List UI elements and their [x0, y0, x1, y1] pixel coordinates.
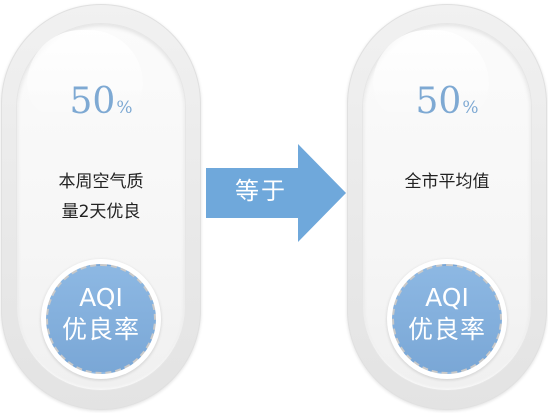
right-description: 全市平均值 [363, 167, 531, 197]
left-description: 本周空气质 量2天优良 [17, 167, 185, 227]
left-card-panel: 50% 本周空气质 量2天优良 AQI 优良率 [17, 24, 185, 390]
left-percent-number: 50 [69, 81, 116, 122]
right-percent-number: 50 [415, 81, 462, 122]
right-aqi-badge: AQI 优良率 [387, 259, 507, 379]
left-aqi-badge: AQI 优良率 [41, 259, 161, 379]
arrow-label: 等于 [235, 177, 287, 205]
left-badge-line2: 优良率 [61, 315, 140, 344]
left-badge-circle [46, 264, 156, 374]
left-stat-card: 50% 本周空气质 量2天优良 AQI 优良率 [1, 4, 201, 410]
right-badge-line2: 优良率 [407, 315, 486, 344]
right-desc-line1: 全市平均值 [404, 172, 490, 192]
right-badge-line1: AQI [425, 283, 469, 312]
left-badge-line1: AQI [79, 283, 123, 312]
right-percent-value: 50% [363, 82, 531, 128]
left-percent-value: 50% [17, 82, 185, 128]
right-arrow-icon [206, 144, 346, 242]
left-desc-line1: 本周空气质 [58, 172, 144, 192]
equals-arrow: 等于 [206, 144, 346, 242]
right-stat-card: 50% 全市平均值 AQI 优良率 [347, 4, 547, 410]
right-badge-circle [392, 264, 502, 374]
right-card-panel: 50% 全市平均值 AQI 优良率 [363, 24, 531, 390]
right-percent-unit: % [462, 98, 479, 118]
left-percent-unit: % [116, 98, 133, 118]
left-desc-line2: 量2天优良 [61, 202, 141, 222]
